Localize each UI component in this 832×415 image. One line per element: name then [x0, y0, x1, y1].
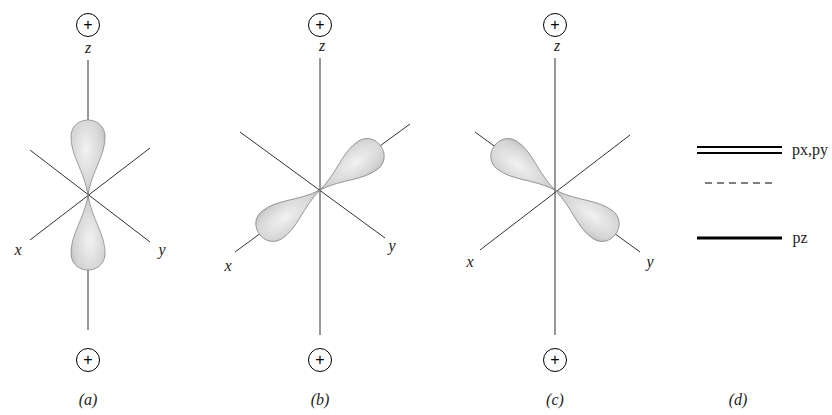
point-charge: + [76, 13, 100, 37]
orbital-lobes [71, 120, 626, 270]
point-charge: + [543, 348, 567, 372]
energy-level [697, 237, 782, 240]
point-charge: + [543, 13, 567, 37]
panel-label: (a) [79, 392, 98, 408]
point-charge: + [76, 348, 100, 372]
y-axis [475, 132, 640, 252]
axis-label: z [85, 40, 91, 56]
px-lobe [310, 132, 391, 204]
point-charge: + [308, 348, 332, 372]
axis-label: y [646, 254, 653, 270]
reference-level [705, 183, 777, 184]
energy-levels [697, 147, 782, 238]
px-lobe [249, 176, 330, 248]
energy-level [697, 152, 782, 154]
z-axis [555, 58, 556, 335]
pz-lobe [71, 120, 105, 195]
level-label: pz [792, 230, 807, 246]
charge-sign: + [550, 17, 559, 33]
energy-level [697, 146, 782, 148]
axis-label: z [319, 38, 325, 54]
axis-label: x [466, 254, 473, 270]
charge-sign: + [83, 352, 92, 368]
charge-sign: + [83, 17, 92, 33]
point-charge: + [308, 13, 332, 37]
axis-label: y [158, 242, 165, 258]
level-label: px,py [792, 142, 828, 158]
charge-sign: + [315, 17, 324, 33]
axis-label: x [224, 258, 231, 274]
z-axis [320, 58, 321, 335]
py-lobe [484, 132, 565, 204]
axis-label: x [14, 242, 21, 258]
panel-label: (d) [729, 392, 748, 408]
py-lobe [545, 176, 626, 248]
pz-lobe [71, 195, 105, 270]
axis-label: z [554, 38, 560, 54]
x-axis [235, 124, 410, 252]
panel-label: (c) [546, 392, 564, 408]
charge-sign: + [550, 352, 559, 368]
charge-sign: + [315, 352, 324, 368]
panel-label: (b) [311, 392, 330, 408]
axes [30, 58, 640, 335]
axis-label: y [388, 238, 395, 254]
